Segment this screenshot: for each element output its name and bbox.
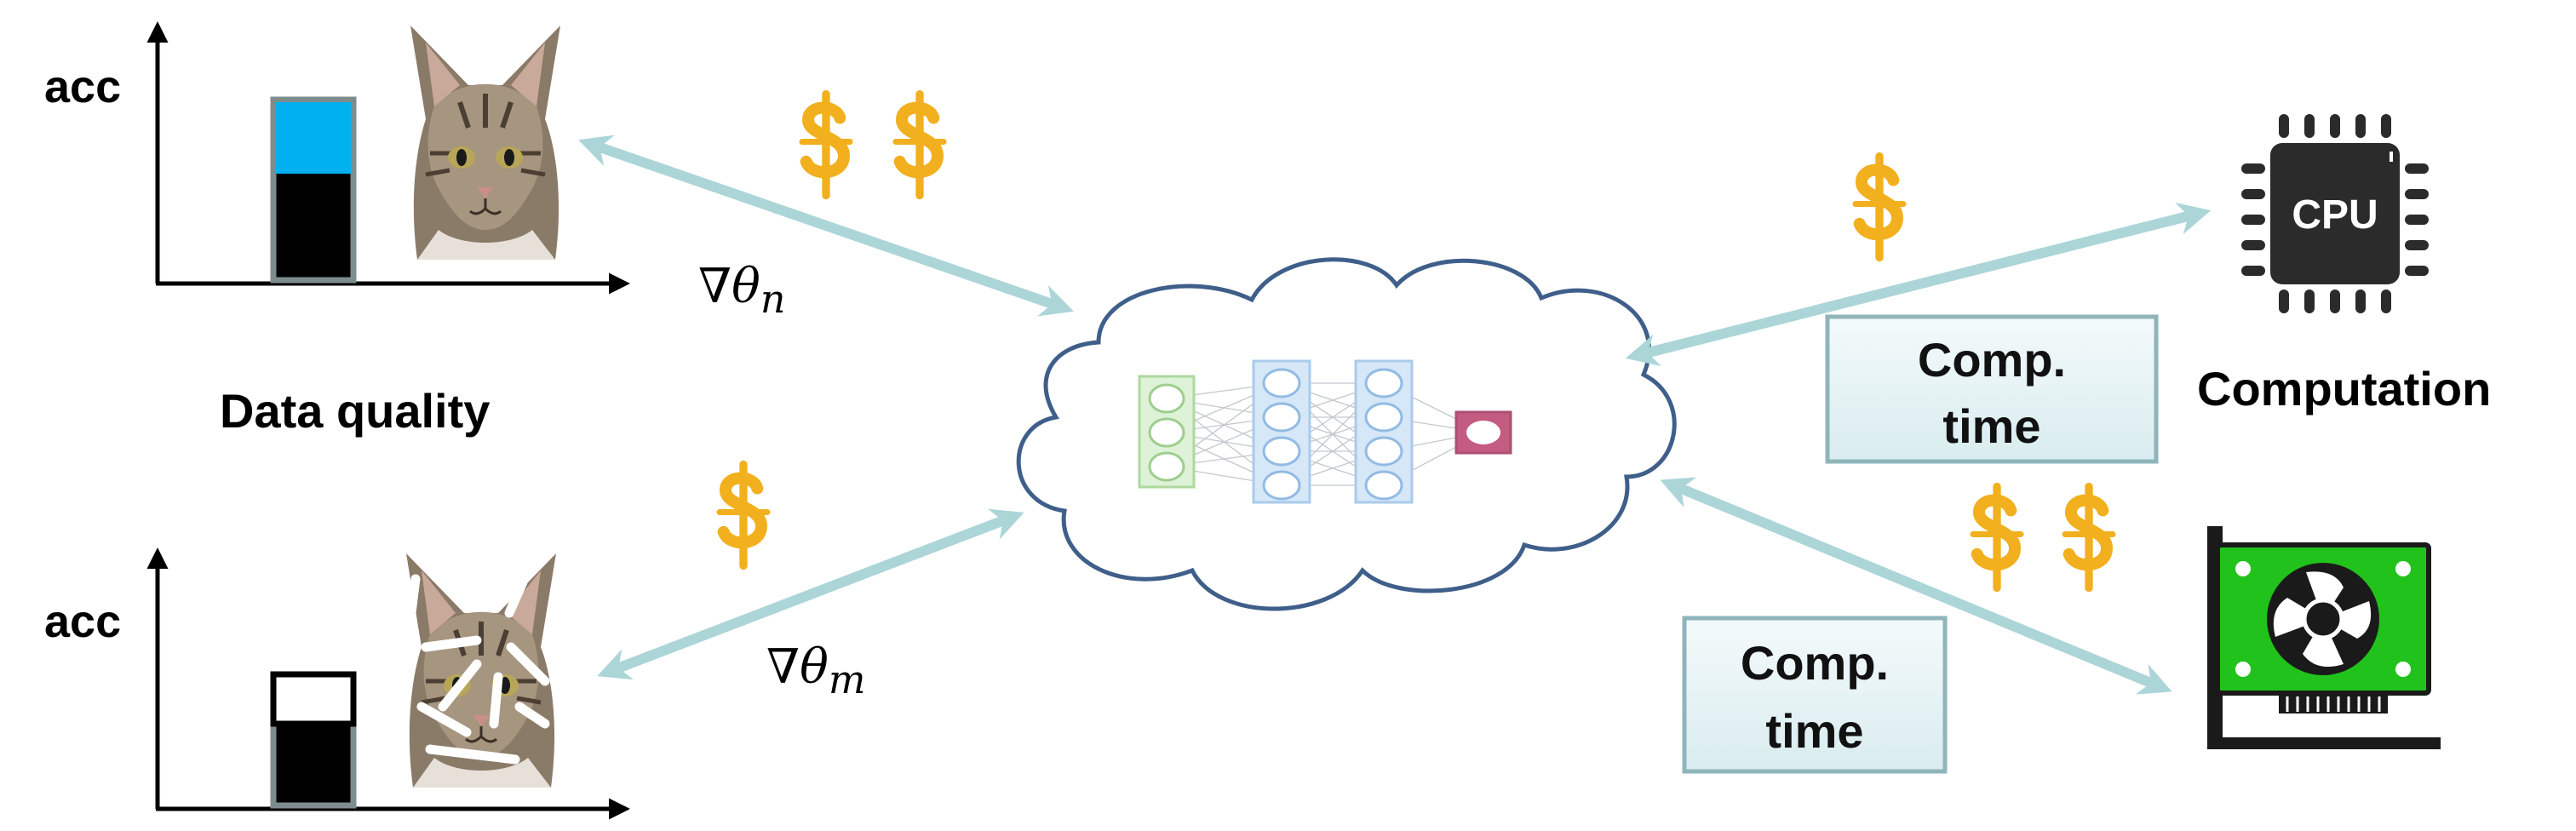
- payment-dollars-bottom: [720, 465, 767, 566]
- accuracy-chart-bottom: acc: [44, 547, 630, 820]
- cat-image-noisy: [402, 553, 556, 788]
- accuracy-bar-empty: [270, 671, 357, 727]
- neural-network-icon: [1138, 359, 1512, 504]
- arrow-server-gpu: [1660, 477, 2172, 695]
- client-top: acc ∇θn: [44, 21, 1074, 322]
- comp-time-line2: time: [1942, 399, 2040, 453]
- device-cpu: CPU Computation Comp. time: [1625, 114, 2491, 464]
- cat-image-clean: [410, 26, 560, 260]
- arrow-client-bottom-server: [597, 508, 1024, 680]
- dollar-icon: [896, 95, 944, 196]
- arrow-server-cpu: [1625, 202, 2212, 367]
- payment-dollars-top: [802, 95, 944, 196]
- accuracy-bar-high: [276, 102, 351, 174]
- comp-time-line1: Comp.: [1918, 333, 2066, 387]
- payment-dollars-gpu: [1973, 487, 2113, 588]
- cpu-chip-text: CPU: [2292, 192, 2378, 238]
- noise-strokes: [402, 565, 550, 765]
- cpu-icon: CPU: [2241, 114, 2429, 313]
- server-cloud: [1016, 257, 1677, 611]
- dollar-icon: [720, 465, 767, 566]
- y-axis-label: acc: [44, 61, 121, 112]
- accuracy-chart-top: acc: [44, 21, 630, 295]
- comp-time-box-gpu: Comp. time: [1682, 616, 1948, 774]
- data-quality-label: Data quality: [220, 384, 490, 438]
- accuracy-bar-low: [270, 717, 357, 809]
- dollar-icon: [1973, 487, 2021, 588]
- device-gpu: Comp. time: [1660, 477, 2441, 774]
- comp-time-box-cpu: Comp. time: [1825, 314, 2159, 464]
- dollar-icon: [2065, 487, 2113, 588]
- computation-label: Computation: [2197, 362, 2491, 416]
- comp-time-line2: time: [1765, 704, 1863, 758]
- dollar-icon: [1856, 157, 1903, 258]
- gpu-card-icon: [2207, 526, 2441, 749]
- arrow-client-top-server: [578, 135, 1074, 317]
- comp-time-line1: Comp.: [1741, 636, 1889, 690]
- dollar-icon: [802, 95, 850, 196]
- y-axis-label: acc: [44, 596, 121, 647]
- gradient-label-m: ∇θm: [766, 639, 865, 702]
- cloud-icon: [1016, 257, 1677, 611]
- client-bottom: acc ∇θm: [44, 465, 1024, 820]
- payment-dollars-cpu: [1856, 157, 1903, 258]
- gradient-label-n: ∇θn: [698, 259, 785, 322]
